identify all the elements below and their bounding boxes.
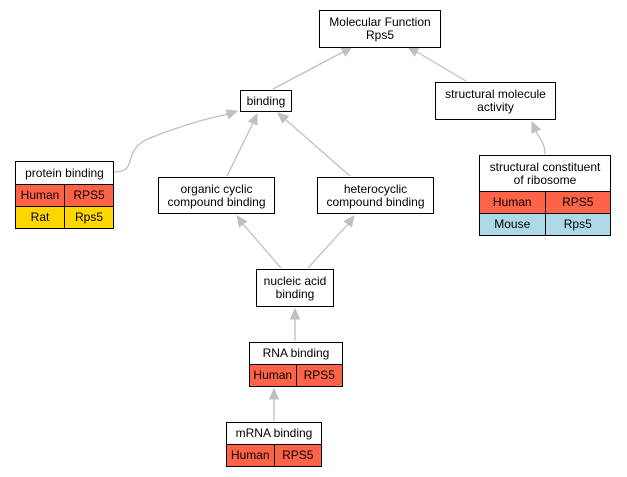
species-cell: Human [492, 195, 532, 209]
edge-line [226, 122, 254, 177]
edge-heterocyclic-to-binding [277, 112, 351, 177]
gene-cell: Rps5 [544, 214, 611, 235]
node-molecular-function-label: Molecular Function Rps5 [329, 15, 431, 42]
edge-arrowhead [340, 46, 354, 57]
edge-arrowhead [289, 307, 301, 320]
edge-line [416, 51, 467, 82]
edge-binding-to-molecular-function [272, 46, 354, 90]
edge-arrowhead [406, 46, 420, 57]
node-structural-molecule-activity[interactable]: structural molecule activity [435, 82, 556, 120]
edge-arrowhead [531, 120, 542, 134]
edge-line [535, 130, 546, 155]
node-nucleic-acid-binding[interactable]: nucleic acid binding [256, 269, 334, 307]
ortholog-row-human: Human RPS5 [227, 444, 321, 466]
gene-cell: RPS5 [64, 185, 113, 206]
node-nucleic-acid-label: nucleic acid binding [263, 274, 327, 301]
node-binding[interactable]: binding [240, 90, 292, 112]
edge-nucleic-acid-to-heterocyclic [307, 215, 355, 269]
edge-arrowhead [225, 109, 239, 120]
species-cell: Human [20, 188, 60, 202]
node-structural-constituent-label: structural constituent of ribosome [489, 159, 601, 187]
edge-organic-cyclic-to-binding [226, 112, 258, 177]
species-cell: Rat [30, 210, 50, 224]
edge-line [242, 223, 282, 269]
node-mrna-binding[interactable]: mRNA binding Human RPS5 [226, 422, 322, 467]
edge-arrowhead [277, 112, 290, 124]
edge-line [285, 119, 351, 177]
edge-structural-activity-to-molecular-function [406, 46, 467, 82]
node-heterocyclic-compound-binding[interactable]: heterocyclic compound binding [317, 177, 434, 214]
node-heterocyclic-label: heterocyclic compound binding [326, 181, 425, 209]
ortholog-row-human: Human RPS5 [16, 184, 113, 206]
edge-structural-constituent-to-structural-activity [531, 120, 546, 155]
node-rna-binding-label: RNA binding [262, 346, 330, 360]
node-binding-label: binding [246, 93, 286, 108]
edge-arrowhead [343, 215, 355, 228]
edge-line [272, 51, 344, 90]
node-protein-binding-label: protein binding [25, 165, 104, 180]
node-rna-binding[interactable]: RNA binding Human RPS5 [249, 342, 343, 387]
edge-arrowhead [236, 215, 248, 228]
ortholog-row-human: Human RPS5 [250, 364, 342, 386]
gene-cell: RPS5 [295, 365, 343, 386]
node-molecular-function[interactable]: Molecular Function Rps5 [319, 10, 441, 48]
species-cell: Human [253, 368, 293, 382]
node-organic-cyclic-compound-binding[interactable]: organic cyclic compound binding [158, 177, 275, 214]
node-structural-constituent-of-ribosome[interactable]: structural constituent of ribosome Human… [479, 155, 611, 236]
ortholog-row-human: Human RPS5 [480, 191, 610, 213]
species-cell: Mouse [494, 217, 531, 231]
ortholog-row-mouse: Mouse Rps5 [480, 213, 610, 235]
gene-cell: Rps5 [64, 207, 113, 228]
ortholog-row-rat: Rat Rps5 [16, 206, 113, 228]
edge-rna-binding-to-nucleic-acid [289, 307, 301, 341]
node-structural-molecule-activity-label: structural molecule activity [445, 87, 546, 114]
species-cell: Human [230, 448, 270, 462]
edge-arrowhead [247, 112, 258, 126]
edge-arrowhead [268, 387, 280, 400]
edge-line [113, 113, 229, 173]
node-organic-cyclic-label: organic cyclic compound binding [167, 181, 266, 209]
edge-nucleic-acid-to-organic-cyclic [236, 215, 282, 269]
gene-cell: RPS5 [273, 445, 322, 466]
edge-protein-binding-to-binding [113, 109, 239, 173]
node-mrna-binding-label: mRNA binding [235, 426, 313, 440]
gene-cell: RPS5 [544, 192, 611, 213]
node-protein-binding[interactable]: protein binding Human RPS5 Rat Rps5 [15, 161, 114, 229]
edge-line [307, 223, 349, 269]
edge-mrna-binding-to-rna-binding [268, 387, 280, 421]
